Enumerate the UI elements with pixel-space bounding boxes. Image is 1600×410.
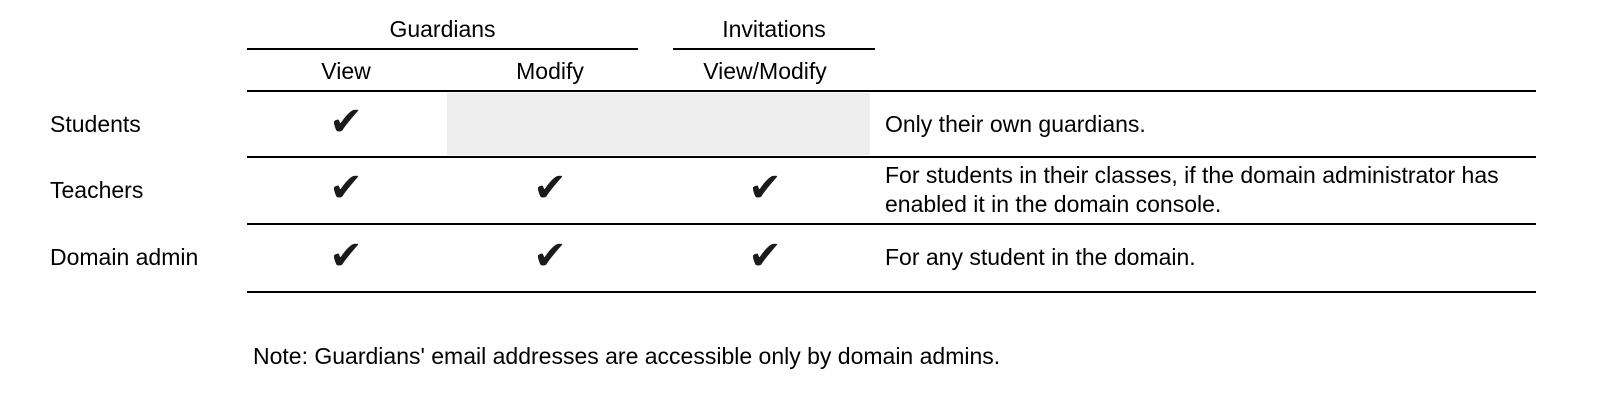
checkmark-icon: ✔	[329, 165, 363, 211]
table-row-students: Students ✔ Only their own guardians.	[0, 92, 1600, 156]
column-header-view-modify: View/Modify	[703, 58, 827, 84]
checkmark-icon: ✔	[329, 99, 363, 145]
role-label-teachers: Teachers	[50, 176, 144, 203]
teachers-modify-cell: ✔	[445, 165, 655, 211]
teachers-note: For students in their classes, if the do…	[885, 162, 1499, 217]
role-label-domain-admin: Domain admin	[50, 244, 199, 270]
row-rule	[247, 291, 1536, 293]
header-rule	[247, 90, 1536, 92]
footnote: Note: Guardians' email addresses are acc…	[253, 343, 1001, 369]
students-note: Only their own guardians.	[885, 110, 1146, 137]
row-rule	[247, 156, 1536, 158]
domain-admin-note: For any student in the domain.	[885, 244, 1196, 270]
domain-admin-modify-cell: ✔	[445, 232, 655, 279]
checkmark-icon: ✔	[748, 232, 782, 279]
table-row-teachers: Teachers ✔ ✔ ✔ For students in their cla…	[0, 157, 1600, 223]
teachers-view-cell: ✔	[247, 165, 445, 211]
checkmark-icon: ✔	[748, 165, 782, 211]
column-header-modify: Modify	[516, 58, 584, 84]
column-header-view: View	[321, 58, 371, 84]
checkmark-icon: ✔	[329, 232, 363, 279]
domain-admin-view-cell: ✔	[247, 232, 445, 279]
teachers-view-modify-cell: ✔	[655, 165, 875, 211]
group-header-guardians: Guardians	[389, 16, 496, 42]
guardians-underline	[247, 48, 638, 50]
role-label-students: Students	[50, 110, 141, 137]
group-header-invitations: Invitations	[722, 16, 826, 42]
domain-admin-view-modify-cell: ✔	[655, 232, 875, 279]
table-row-domain-admin: Domain admin ✔ ✔ ✔ For any student in th…	[0, 224, 1600, 291]
checkmark-icon: ✔	[533, 232, 567, 279]
invitations-underline	[673, 48, 875, 50]
row-rule	[247, 223, 1536, 225]
checkmark-icon: ✔	[533, 165, 567, 211]
students-disabled-cells	[447, 93, 870, 155]
students-view-cell: ✔	[247, 99, 445, 145]
